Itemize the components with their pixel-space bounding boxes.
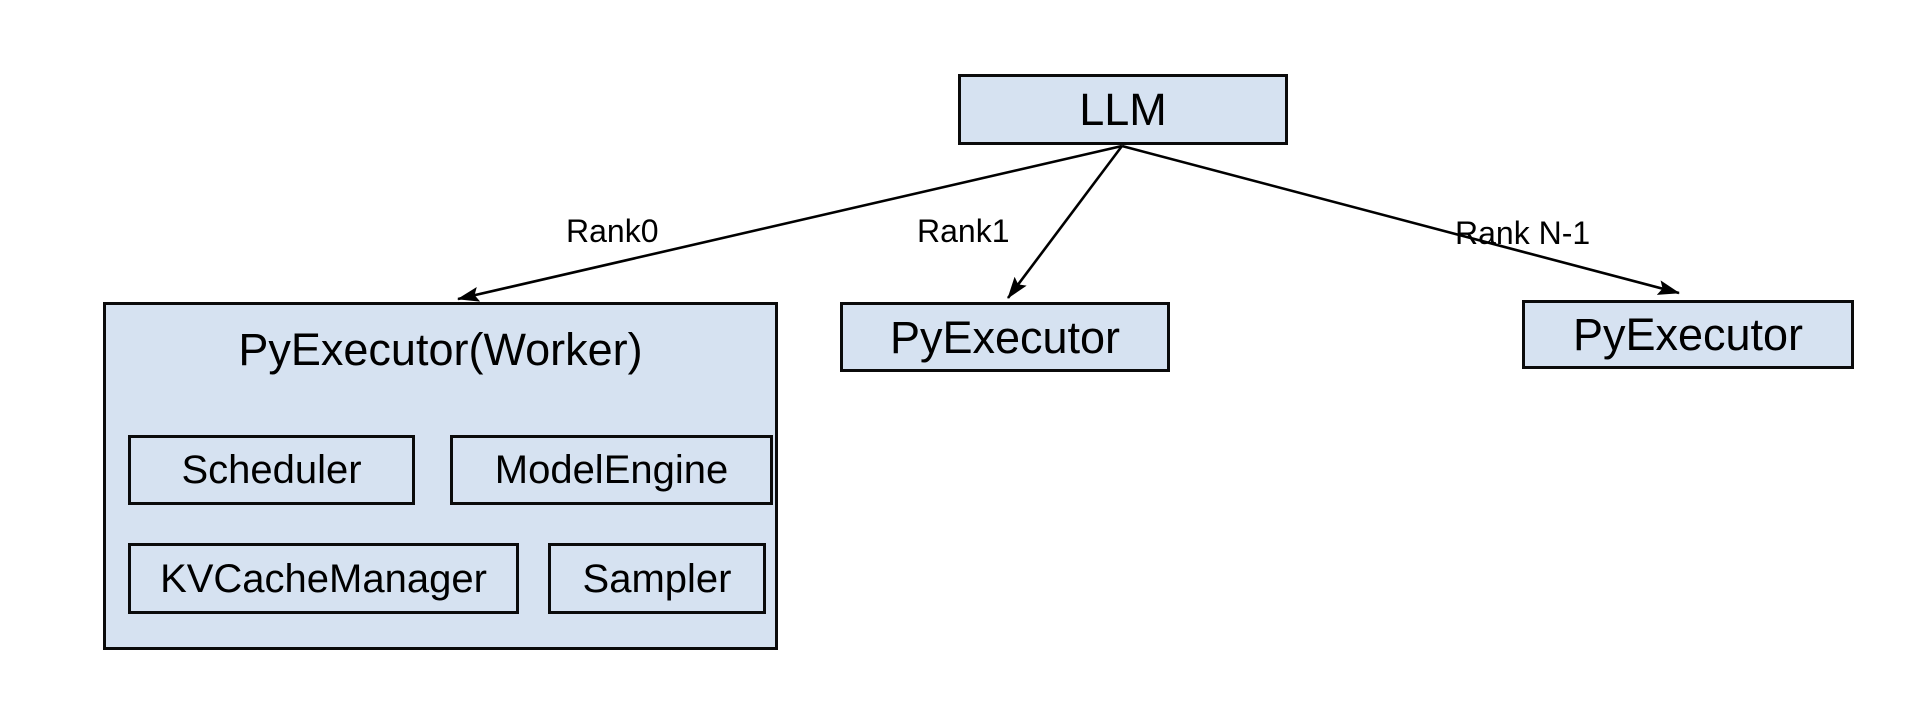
edge-label-rank1: Rank1	[917, 213, 1010, 249]
edge-rank1-arrow	[1006, 145, 1124, 299]
edge-rank-n-1-arrow	[1121, 144, 1680, 295]
kvcachemanager-node-label: KVCacheManager	[160, 556, 487, 601]
llm-node: LLM	[958, 74, 1288, 145]
pyexecutor-rank-n-1-node-label: PyExecutor	[1572, 309, 1804, 360]
modelengine-node-label: ModelEngine	[494, 448, 729, 492]
edge-label-rank0: Rank0	[566, 213, 659, 249]
scheduler-node: Scheduler	[128, 435, 415, 505]
sampler-node-label: Sampler	[582, 556, 732, 601]
pyexecutor-rank1-node-label: PyExecutor	[889, 311, 1121, 363]
llm-node-label: LLM	[1079, 84, 1167, 135]
edge-rank0-arrow	[457, 144, 1123, 302]
pyexecutor-worker-title-label: PyExecutor(Worker)	[238, 323, 643, 375]
modelengine-node: ModelEngine	[450, 435, 773, 505]
scheduler-node-label: Scheduler	[181, 448, 362, 492]
kvcachemanager-node: KVCacheManager	[128, 543, 519, 614]
pyexecutor-worker-title: PyExecutor(Worker)	[106, 305, 775, 393]
edge-label-rank-n-1: Rank N-1	[1455, 215, 1591, 251]
pyexecutor-rank-n-1-node: PyExecutor	[1522, 300, 1854, 369]
sampler-node: Sampler	[548, 543, 766, 614]
pyexecutor-worker-node: PyExecutor(Worker) Scheduler ModelEngine…	[103, 302, 778, 650]
pyexecutor-rank1-node: PyExecutor	[840, 302, 1170, 372]
